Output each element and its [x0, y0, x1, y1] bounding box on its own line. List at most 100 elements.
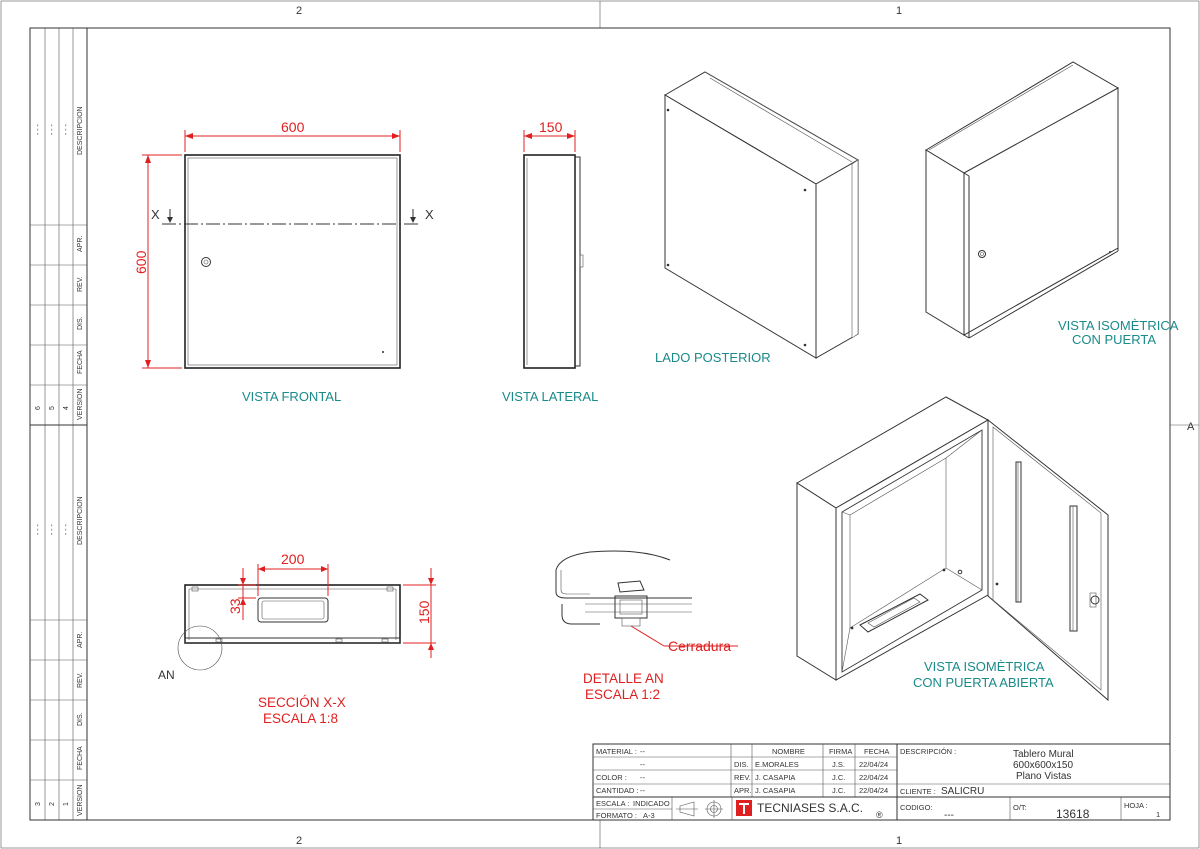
title-block: MATERIAL : -- -- COLOR : -- CANTIDAD : -… — [592, 743, 1171, 821]
strip-fecha: FECHA — [77, 746, 84, 770]
strip-dashes: - - - — [63, 523, 70, 535]
color-label: COLOR : — [596, 773, 627, 782]
ot-value: 13618 — [1056, 807, 1090, 821]
formato-label: FORMATO : — [596, 811, 637, 820]
strip-version-number: 1 — [63, 802, 70, 806]
detail-mark: AN — [158, 668, 175, 682]
row-sign: J.C. — [832, 773, 845, 782]
iso-open-view: VISTA ISOMÈTRICA CON PUERTA ABIERTA — [796, 396, 1109, 702]
strip-fecha: FECHA — [77, 350, 84, 374]
rear-iso-view: LADO POSTERIOR — [655, 71, 860, 365]
section-view: AN 200 33 150 SECCIÓN X-X ESCALA 1:8 — [158, 551, 436, 726]
strip-dashes: - - - — [63, 123, 70, 135]
front-width-dimension: 600 — [281, 119, 305, 135]
strip-version-number: 3 — [35, 802, 42, 806]
strip-version-number: 2 — [49, 802, 56, 806]
section-width-dimension: 200 — [281, 551, 305, 567]
desc-line3: Plano Vistas — [1016, 771, 1071, 782]
side-view: 150 VISTA LATERAL — [502, 119, 598, 404]
escala-value: INDICADO — [633, 799, 670, 808]
iso-door-label-line2: CON PUERTA — [1072, 332, 1156, 347]
iso-open-label-line1: VISTA ISOMÈTRICA — [924, 659, 1045, 674]
side-view-label: VISTA LATERAL — [502, 389, 598, 404]
row-role: APR. — [734, 786, 752, 795]
side-depth-dimension: 150 — [539, 119, 563, 135]
strip-apr: APR. — [77, 632, 84, 648]
strip-descripcion: DESCRIPCION — [77, 106, 84, 155]
strip-dashes: - - - — [35, 523, 42, 535]
strip-version-number: 4 — [63, 406, 70, 410]
strip-version-number: 6 — [35, 406, 42, 410]
iso-door-view: VISTA ISOMÈTRICA CON PUERTA — [925, 61, 1179, 347]
projection-symbol-icon — [676, 800, 723, 818]
material-value: -- — [640, 747, 645, 756]
cantidad-value: -- — [640, 786, 645, 795]
col-firma: FIRMA — [829, 747, 852, 756]
rear-view-label: LADO POSTERIOR — [655, 350, 771, 365]
row-role: REV. — [734, 773, 751, 782]
strip-descripcion: DESCRIPCION — [77, 496, 84, 545]
front-height-dimension: 600 — [133, 250, 149, 274]
registered-mark: ® — [876, 810, 883, 820]
company-logo-icon — [736, 800, 752, 816]
section-mark-right: X — [425, 207, 434, 222]
hoja-value: 1 — [1156, 810, 1160, 819]
col-nombre: NOMBRE — [772, 747, 805, 756]
company-name: TECNIASES S.A.C. — [757, 801, 863, 815]
iso-open-label-line2: CON PUERTA ABIERTA — [913, 675, 1054, 690]
row-date: 22/04/24 — [859, 786, 888, 795]
codigo-value: --- — [944, 810, 954, 821]
row-date: 22/04/24 — [859, 760, 888, 769]
row-name: J. CASAPIA — [755, 786, 795, 795]
strip-version: VERSION — [77, 388, 84, 420]
section-depth-dimension: 150 — [416, 600, 432, 624]
section-label-line2: ESCALA 1:8 — [263, 711, 338, 726]
strip-apr: APR. — [77, 236, 84, 252]
detail-callout: Cerradura — [668, 638, 731, 654]
row-role: DIS. — [734, 760, 749, 769]
zone-label: A — [1187, 421, 1195, 433]
cliente-label: CLIENTE : — [900, 787, 936, 796]
col-fecha: FECHA — [864, 747, 889, 756]
detail-view: Cerradura DETALLE AN ESCALA 1:2 — [555, 550, 738, 702]
strip-dis: DIS. — [77, 316, 84, 330]
section-mark-left: X — [151, 207, 160, 222]
color-value: -- — [640, 773, 645, 782]
strip-rev: REV. — [77, 672, 84, 688]
row-date: 22/04/24 — [859, 773, 888, 782]
escala-label: ESCALA : — [596, 799, 629, 808]
desc-line1: Tablero Mural — [1013, 749, 1074, 760]
ot-label: O/T: — [1013, 803, 1027, 812]
strip-dashes: - - - — [35, 123, 42, 135]
formato-value: A-3 — [643, 811, 655, 820]
zone-label: 1 — [896, 835, 902, 847]
row-name: E.MORALES — [755, 760, 799, 769]
strip-dashes: - - - — [49, 523, 56, 535]
iso-door-label-line1: VISTA ISOMÈTRICA — [1058, 318, 1179, 333]
section-label-line1: SECCIÓN X-X — [258, 695, 346, 710]
row-sign: J.C. — [832, 786, 845, 795]
front-view: X X 600 600 VISTA FRONTAL — [133, 119, 434, 404]
strip-rev: REV. — [77, 276, 84, 292]
zone-label: 2 — [296, 5, 302, 17]
material-label: MATERIAL : — [596, 747, 637, 756]
zone-label: 1 — [896, 5, 902, 17]
section-height-dimension: 33 — [227, 598, 243, 614]
detail-label-line1: DETALLE AN — [583, 671, 664, 686]
cantidad-label: CANTIDAD : — [596, 786, 639, 795]
strip-dashes: - - - — [49, 123, 56, 135]
strip-dis: DIS. — [77, 712, 84, 726]
row-name: J. CASAPIA — [755, 773, 795, 782]
detail-label-line2: ESCALA 1:2 — [585, 687, 660, 702]
codigo-label: CODIGO: — [900, 803, 933, 812]
descripcion-label: DESCRIPCIÓN : — [900, 747, 956, 756]
front-view-label: VISTA FRONTAL — [242, 389, 341, 404]
strip-version: VERSION — [77, 784, 84, 816]
strip-version-number: 5 — [49, 406, 56, 410]
revision-strip: DESCRIPCION APR. REV. DIS. FECHA VERSION… — [30, 28, 88, 820]
zone-label: 2 — [296, 835, 302, 847]
material-value: -- — [640, 760, 645, 769]
cliente-value: SALICRU — [941, 786, 984, 797]
row-sign: J.S. — [832, 760, 845, 769]
